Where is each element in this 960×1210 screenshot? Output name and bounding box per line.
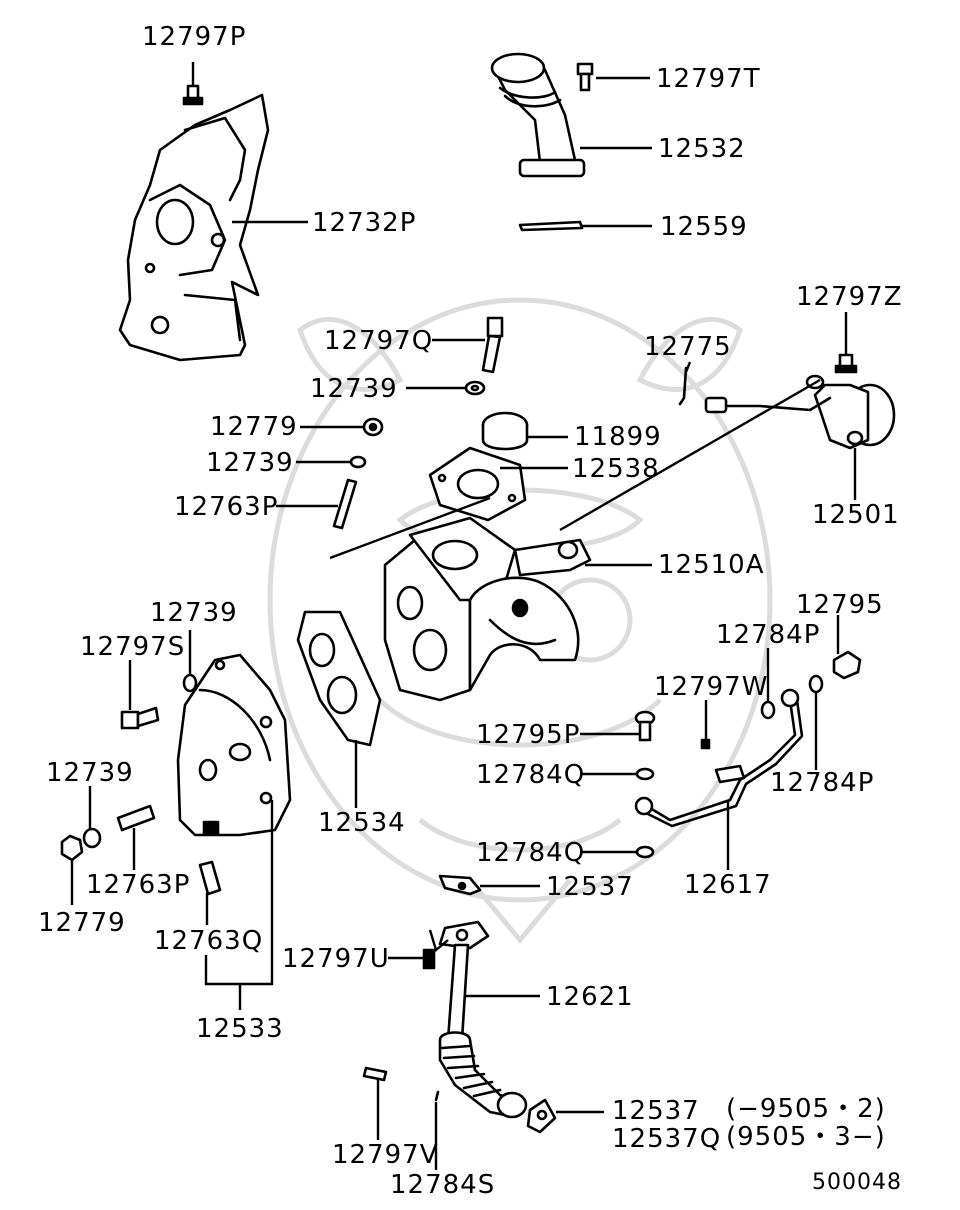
label-12779-b: 12779	[38, 908, 126, 938]
label-12795P: 12795P	[476, 720, 581, 750]
clip-12775-drawing	[678, 366, 688, 406]
diagram-id: 500048	[812, 1170, 902, 1195]
wastegate-actuator-12501-drawing	[704, 374, 896, 450]
oil-return-pipe-12621-drawing	[438, 920, 528, 1119]
ring-11899-drawing	[481, 411, 529, 451]
bolt-12795P-drawing	[634, 710, 656, 742]
label-12621: 12621	[546, 982, 634, 1012]
washer-12739-left-drawing	[182, 673, 198, 693]
label-12763P-b: 12763P	[86, 870, 191, 900]
label-12797U: 12797U	[282, 944, 390, 974]
label-12784P-b: 12784P	[770, 768, 875, 798]
heat-shield-12732P-drawing	[118, 93, 270, 362]
label-range-from-9505-3: (9505・3−)	[726, 1122, 886, 1152]
nut-12779-upper-drawing	[362, 417, 384, 437]
label-12537-a: 12537	[546, 872, 634, 902]
label-12537-b: 12537	[612, 1096, 700, 1126]
label-12797W: 12797W	[654, 672, 769, 702]
label-11899: 11899	[574, 422, 662, 452]
bolt-12797P-drawing	[182, 84, 204, 106]
nut-12779-lower-drawing	[60, 834, 84, 862]
bolt-12795-drawing	[832, 650, 862, 680]
stud-12763P-lower-drawing	[116, 804, 156, 832]
oil-pipe-12617-drawing	[634, 688, 804, 828]
label-12784S: 12784S	[390, 1170, 496, 1200]
label-12533: 12533	[196, 1014, 284, 1044]
gasket-12537-upper-drawing	[438, 874, 482, 896]
gasket-12537-lower-drawing	[526, 1098, 557, 1134]
outlet-pipe-12532-drawing	[490, 52, 586, 178]
label-12534: 12534	[318, 808, 406, 838]
stud-12763Q-drawing	[198, 860, 222, 896]
washer-12739-mid-drawing	[349, 455, 367, 469]
label-range-until-9505-2: (−9505・2)	[726, 1094, 886, 1124]
washer-12784Q-upper-drawing	[635, 767, 655, 781]
gasket-12559-drawing	[518, 220, 584, 232]
label-12763Q: 12763Q	[154, 926, 264, 956]
bolt-12797U-drawing	[422, 948, 436, 970]
label-12795: 12795	[796, 590, 884, 620]
label-12797P: 12797P	[142, 22, 247, 52]
washer-12784P-left-drawing	[760, 700, 776, 720]
label-12559: 12559	[660, 212, 748, 242]
washer-12784P-right-drawing	[808, 674, 824, 694]
bolt-12797Z-drawing	[834, 353, 858, 374]
label-12797V: 12797V	[332, 1140, 439, 1170]
label-12538: 12538	[572, 454, 660, 484]
clip-12784S-drawing	[434, 1090, 440, 1102]
label-12617: 12617	[684, 870, 772, 900]
label-12784Q-b: 12784Q	[476, 838, 586, 868]
label-12732P: 12732P	[312, 208, 417, 238]
label-12784Q-a: 12784Q	[476, 760, 586, 790]
label-12739-b: 12739	[206, 448, 294, 478]
bolt-12797T-drawing	[576, 62, 594, 92]
label-12739-c: 12739	[150, 598, 238, 628]
label-12797S: 12797S	[80, 632, 186, 662]
exhaust-housing-12533-drawing	[176, 653, 292, 837]
label-12797T: 12797T	[656, 64, 761, 94]
washer-12739-upper-drawing	[464, 380, 486, 396]
label-12763P-a: 12763P	[174, 492, 279, 522]
washer-12739-lower-drawing	[82, 827, 102, 849]
label-12784P-a: 12784P	[716, 620, 821, 650]
gasket-12538-drawing	[428, 446, 527, 522]
label-12537Q: 12537Q	[612, 1124, 722, 1154]
label-12779-a: 12779	[210, 412, 298, 442]
label-12739-d: 12739	[46, 758, 134, 788]
label-12501: 12501	[812, 500, 900, 530]
bolt-12797S-drawing	[120, 706, 160, 730]
turbocharger-12510A-drawing	[383, 516, 592, 702]
bolt-12797Q-drawing	[481, 316, 504, 374]
label-12739-a: 12739	[310, 374, 398, 404]
washer-12784Q-lower-drawing	[635, 845, 655, 859]
label-12532: 12532	[658, 134, 746, 164]
bolt-12797V-drawing	[362, 1066, 388, 1082]
bolt-12797W-drawing	[700, 738, 711, 750]
label-12775: 12775	[644, 332, 732, 362]
gasket-12534-drawing	[296, 610, 382, 747]
label-12797Q: 12797Q	[324, 326, 434, 356]
label-12510A: 12510A	[658, 550, 765, 580]
stud-12763P-upper-drawing	[332, 478, 358, 530]
label-12797Z: 12797Z	[796, 282, 903, 312]
